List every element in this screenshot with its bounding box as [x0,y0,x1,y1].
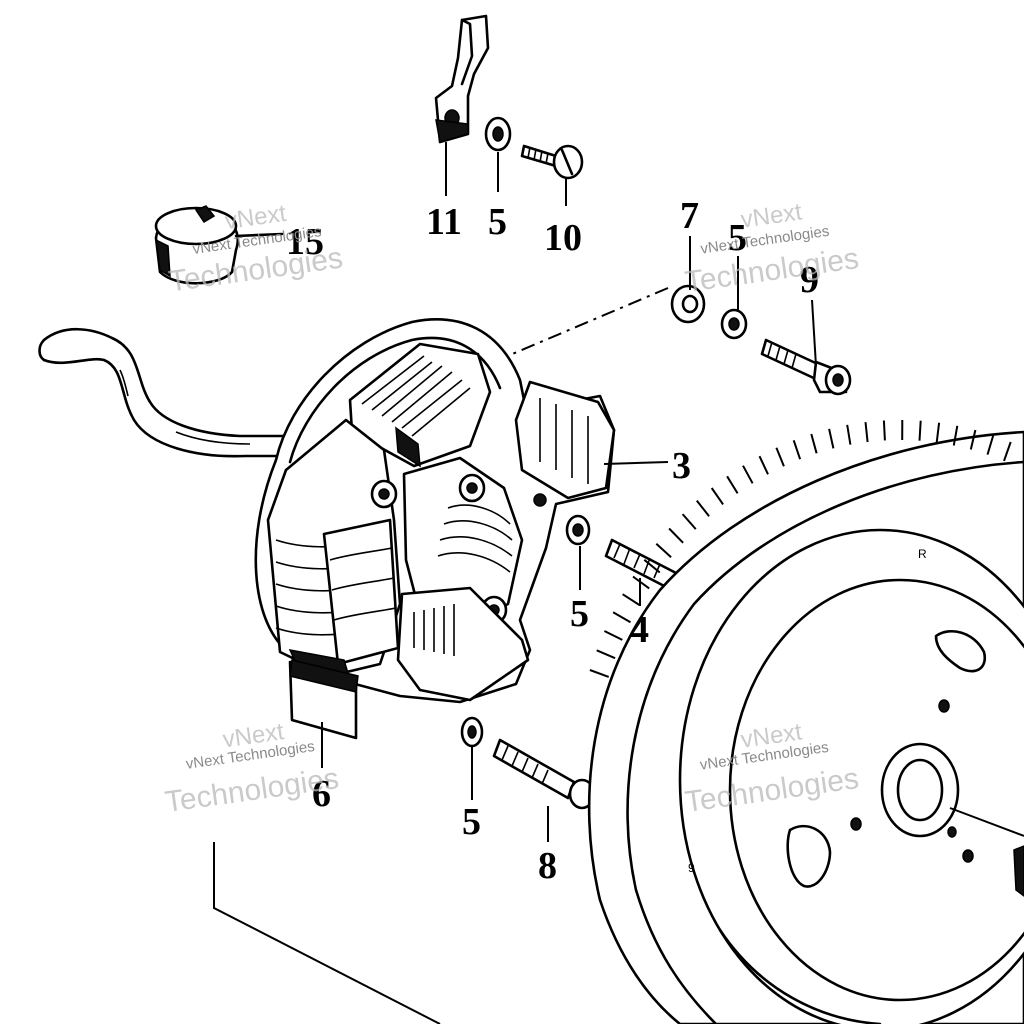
callout-8: 8 [538,845,557,887]
cap-icon [154,205,284,285]
bracket-icon [434,14,490,144]
callout-labels: 11 5 10 15 7 5 9 3 5 4 6 5 8 [286,195,819,887]
callout-5-lower: 5 [462,801,481,843]
gear-tooth [828,428,835,449]
callout-7: 7 [680,195,699,237]
gear-tooth [589,669,610,678]
gear-tooth [1003,441,1012,462]
gear-tooth [612,611,631,624]
stator-assembly [254,318,616,740]
leader-lines [321,142,817,842]
gear-tooth [643,559,661,574]
callout-5-middle: 5 [570,593,589,635]
gear-tooth [792,439,802,460]
watermark-top-right: vNext vNext Technologies Technologies [683,198,861,299]
gear-tooth [710,487,724,505]
callout-5-top: 5 [488,201,507,243]
bolt-icon [492,738,596,810]
callout-3: 3 [672,445,691,487]
gear-tooth [952,425,959,446]
washer-icon [484,116,512,152]
callout-6: 6 [312,773,331,815]
washer-icon [670,284,706,324]
callout-4: 4 [630,609,649,651]
gear-tooth [969,429,977,450]
flywheel-mark-bottom: 9 [688,861,695,875]
gear-tooth [864,421,869,443]
washer-icon [720,308,748,340]
gear-tooth [882,420,886,441]
gear-tooth [742,465,754,484]
bolt-icon [760,338,852,396]
frame-line [213,842,441,1024]
flywheel-mark-top: R [918,547,927,561]
callout-9: 9 [800,259,819,301]
callout-15: 15 [286,221,324,263]
bolt-icon [520,144,584,180]
callout-10: 10 [544,217,582,259]
callout-5-right: 5 [728,217,747,259]
gear-tooth [758,455,769,475]
gear-tooth [986,435,995,455]
gear-tooth [846,424,852,445]
wire-harness [38,327,292,458]
gear-tooth [603,630,623,641]
gear-tooth [681,513,697,530]
washer-icon [460,716,484,748]
gear-tooth [596,649,616,660]
callout-11: 11 [426,201,462,243]
gear-tooth [726,475,739,494]
gear-tooth [668,527,684,544]
gear-tooth [632,575,650,590]
washer-icon [565,514,591,546]
gear-tooth [622,593,640,606]
gear-tooth [810,433,818,454]
flywheel-icon: R 9 [587,419,1024,1024]
gear-tooth [918,420,922,441]
gear-tooth [935,422,941,443]
gear-tooth [696,499,710,517]
gear-tooth [775,447,785,467]
gear-tooth [655,543,672,559]
